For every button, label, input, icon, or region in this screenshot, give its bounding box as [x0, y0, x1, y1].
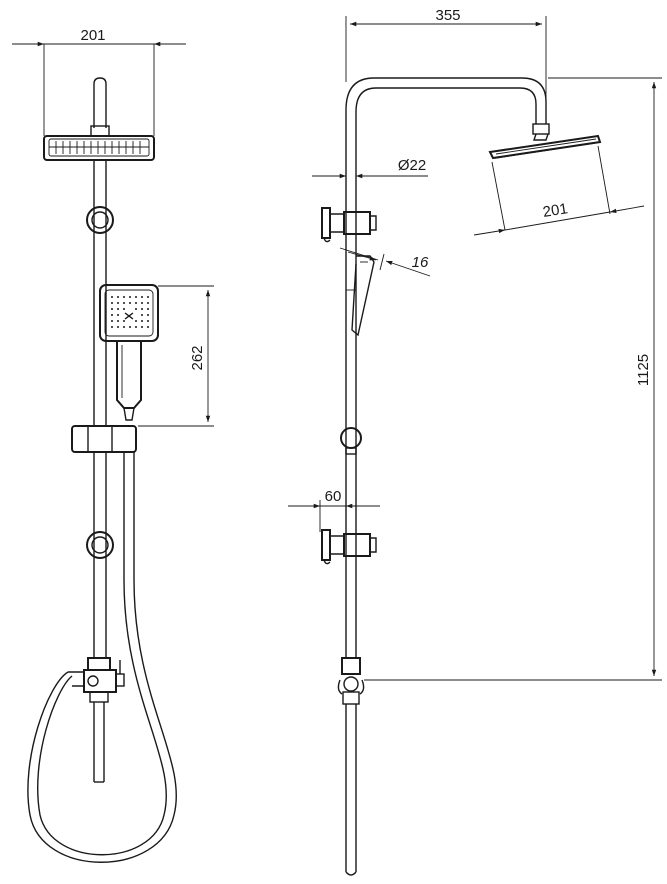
side-diverter: [337, 657, 365, 876]
side-wall-bracket-lower: [321, 529, 377, 565]
front-riser-pipe: [93, 160, 107, 658]
hand-shower-height-dimension: 262: [138, 285, 214, 427]
arm-reach-label: 355: [435, 7, 460, 24]
front-shower-head: [43, 135, 155, 161]
front-hand-shower: [99, 284, 159, 421]
front-riser-top: [93, 77, 107, 128]
arm-reach-dimension: 355: [345, 7, 547, 104]
bracket-depth-dimension: 60: [288, 488, 380, 534]
front-view: 201 262: [12, 27, 214, 863]
front-wall-bracket-upper: [86, 206, 114, 234]
pipe-diameter-label: Ø22: [398, 157, 426, 174]
front-head-width-dimension: 201: [12, 27, 186, 136]
bracket-depth-label: 60: [325, 488, 342, 505]
pipe-diameter-dimension: Ø22: [312, 157, 428, 179]
front-slider-holder: [71, 425, 137, 453]
front-head-width-label: 201: [80, 27, 105, 44]
front-diverter: [68, 657, 125, 783]
arm-angle-dimension: 16: [339, 247, 431, 277]
side-shower-head: [488, 123, 602, 160]
total-height-label: 1125: [635, 354, 652, 386]
side-head-width-dimension: 201: [473, 145, 645, 236]
side-hand-shower: [346, 255, 375, 337]
total-height-dimension: 1125: [364, 77, 662, 681]
side-riser-and-arm: [345, 77, 547, 658]
side-slider-knob: [340, 427, 362, 455]
front-hose-right: [37, 452, 168, 856]
side-wall-bracket-upper: [321, 207, 377, 243]
front-wall-bracket-lower: [86, 531, 114, 559]
arm-angle-label: 16: [412, 254, 429, 271]
side-view: 355 Ø22 16 201: [288, 7, 662, 876]
hand-shower-height-label: 262: [189, 345, 206, 370]
side-head-width-label: 201: [542, 200, 569, 221]
